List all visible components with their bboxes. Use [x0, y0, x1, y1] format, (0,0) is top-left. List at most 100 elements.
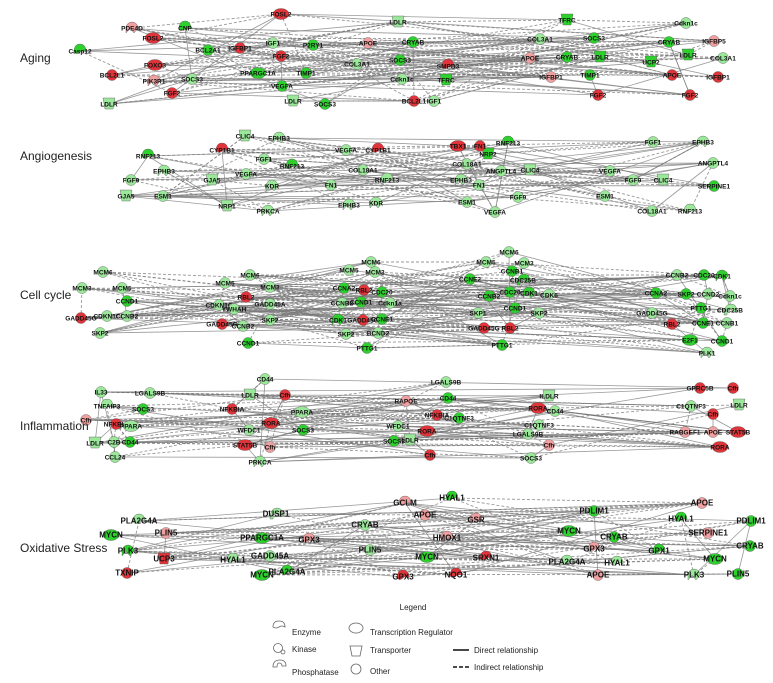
gene-node[interactable]: PLIN5 — [155, 527, 178, 539]
gene-node[interactable]: LDLR — [241, 388, 259, 401]
gene-node[interactable]: TFRC — [558, 13, 576, 26]
gene-node[interactable]: P2RY1 — [303, 39, 324, 51]
gene-node[interactable]: FOSL2 — [143, 32, 164, 44]
gene-node[interactable]: MYCN — [557, 525, 581, 537]
gene-node[interactable]: TFRC — [437, 73, 455, 86]
gene-node[interactable]: GJA5 — [204, 173, 221, 186]
gene-node[interactable]: CRYAB — [600, 531, 628, 543]
gene-node[interactable]: CYP1B1 — [365, 142, 391, 155]
gene-node[interactable]: IGFBP1 — [539, 71, 563, 83]
gene-node[interactable]: PDLIM1 — [579, 505, 609, 517]
gene-node[interactable]: PPARGC1A — [240, 532, 284, 544]
gene-node[interactable]: GSR — [467, 512, 485, 525]
gene-node[interactable]: NFKBIA — [220, 403, 245, 415]
gene-node[interactable]: MYCN — [703, 553, 727, 565]
gene-node[interactable]: MCM3 — [260, 281, 280, 293]
gene-node[interactable]: EPHB3 — [338, 198, 360, 211]
gene-node[interactable]: SKP2 — [92, 327, 109, 339]
gene-node[interactable]: E2F1 — [681, 334, 699, 346]
gene-node[interactable]: ESM1 — [458, 196, 476, 208]
gene-node[interactable]: MCM6 — [361, 256, 381, 268]
gene-node[interactable]: CNP — [178, 20, 193, 33]
gene-node[interactable]: CD44 — [440, 392, 457, 404]
gene-node[interactable]: COL3A1 — [527, 33, 553, 45]
gene-node[interactable]: GADD45A — [254, 298, 286, 310]
gene-node[interactable]: MCM3 — [365, 266, 385, 278]
gene-node[interactable]: MCM6 — [240, 269, 260, 281]
gene-node[interactable]: FGF1 — [256, 153, 273, 165]
gene-node[interactable]: LGALS9B — [431, 376, 462, 388]
gene-node[interactable]: CDC25B — [510, 273, 536, 286]
gene-node[interactable]: C1QTNF3 — [676, 400, 706, 412]
gene-node[interactable]: TXNIP — [115, 567, 139, 579]
gene-node[interactable]: MCM6 — [499, 246, 519, 258]
gene-node[interactable]: MCM5 — [476, 256, 496, 268]
gene-node[interactable]: TIMP1 — [296, 67, 316, 79]
gene-node[interactable]: EPHB3 — [692, 135, 714, 148]
gene-node[interactable]: CDK1 — [329, 313, 347, 326]
gene-node[interactable]: APOE — [587, 569, 610, 581]
gene-node[interactable]: CCNE1 — [692, 317, 714, 329]
gene-node[interactable]: CD44 — [122, 436, 139, 448]
gene-node[interactable]: C1QTNF3 — [444, 412, 474, 424]
gene-node[interactable]: UCP3 — [153, 552, 175, 565]
gene-node[interactable]: APOE — [359, 37, 378, 49]
gene-node[interactable]: C2B — [107, 436, 121, 448]
gene-node[interactable]: KDR — [369, 196, 383, 209]
gene-node[interactable]: GPX3 — [392, 569, 414, 582]
gene-node[interactable]: RBL2 — [238, 291, 255, 303]
gene-node[interactable]: PPARA — [291, 406, 314, 418]
gene-node[interactable]: FGF1 — [645, 136, 662, 148]
gene-node[interactable]: NRP2 — [479, 147, 497, 160]
gene-node[interactable]: SERPINE1 — [698, 180, 731, 192]
gene-node[interactable]: CLIC4 — [236, 129, 255, 142]
gene-node[interactable]: FGF9 — [625, 174, 642, 186]
gene-node[interactable]: PPARGC1A — [240, 67, 276, 79]
gene-node[interactable]: Cdkn1c — [674, 17, 698, 29]
gene-node[interactable]: RNF213 — [375, 172, 400, 185]
gene-node[interactable]: CRYAB — [736, 540, 764, 552]
gene-node[interactable]: SRXN1 — [473, 550, 500, 563]
gene-node[interactable]: LDLR — [284, 94, 302, 107]
gene-node[interactable]: LDLR — [100, 97, 118, 110]
gene-node[interactable]: FN1 — [325, 179, 338, 191]
gene-node[interactable]: GJA5 — [118, 189, 135, 202]
gene-node[interactable]: PLIN5 — [359, 544, 382, 556]
gene-node[interactable]: COL3A1 — [344, 58, 370, 70]
gene-node[interactable]: IGFBP1 — [706, 71, 730, 83]
gene-node[interactable]: TIMP1 — [580, 69, 600, 81]
gene-node[interactable]: SMPD3 — [437, 58, 460, 71]
gene-node[interactable]: RNF213 — [136, 148, 161, 161]
gene-node[interactable]: RAPOE — [394, 395, 418, 407]
gene-node[interactable]: CCNB1 — [716, 317, 739, 329]
gene-node[interactable]: SKP2 — [678, 288, 695, 300]
gene-node[interactable]: VEGFA — [235, 168, 257, 180]
gene-node[interactable]: CCNE1 — [371, 313, 393, 325]
gene-node[interactable]: ESM1 — [154, 190, 172, 202]
gene-node[interactable]: EPHB3 — [450, 173, 472, 186]
gene-node[interactable]: HYAL1 — [220, 552, 246, 565]
gene-node[interactable]: PLA2G4A — [121, 513, 158, 526]
gene-node[interactable]: ANGPTL4 — [486, 165, 517, 177]
gene-node[interactable]: LGALS9B — [135, 387, 166, 399]
gene-node[interactable]: LDLR — [401, 433, 419, 446]
gene-node[interactable]: COL18A1 — [637, 205, 667, 217]
gene-node[interactable]: CCND1 — [237, 337, 260, 349]
gene-node[interactable]: LGALS9B — [513, 428, 544, 440]
gene-node[interactable]: IGFBP5 — [702, 35, 726, 47]
gene-node[interactable]: GPX3 — [298, 532, 320, 545]
gene-node[interactable]: SOCS3 — [383, 435, 405, 447]
gene-node[interactable]: PDLIM1 — [736, 515, 766, 527]
gene-node[interactable]: RABGEF1 — [669, 426, 701, 438]
gene-node[interactable]: Cfh — [543, 439, 555, 451]
gene-node[interactable]: FN1 — [473, 179, 486, 191]
gene-node[interactable]: APOE — [521, 52, 540, 64]
gene-node[interactable]: MCM5 — [339, 264, 359, 276]
gene-node[interactable]: WFDC1 — [237, 424, 261, 436]
gene-node[interactable]: STAT5B — [233, 439, 258, 451]
gene-node[interactable]: SOCS3 — [583, 32, 605, 44]
gene-node[interactable]: SOCS3 — [181, 73, 203, 85]
gene-node[interactable]: PIK3R1 — [143, 74, 166, 87]
gene-node[interactable]: CDC25B — [717, 303, 743, 316]
gene-node[interactable]: IGFBP1 — [228, 42, 252, 54]
